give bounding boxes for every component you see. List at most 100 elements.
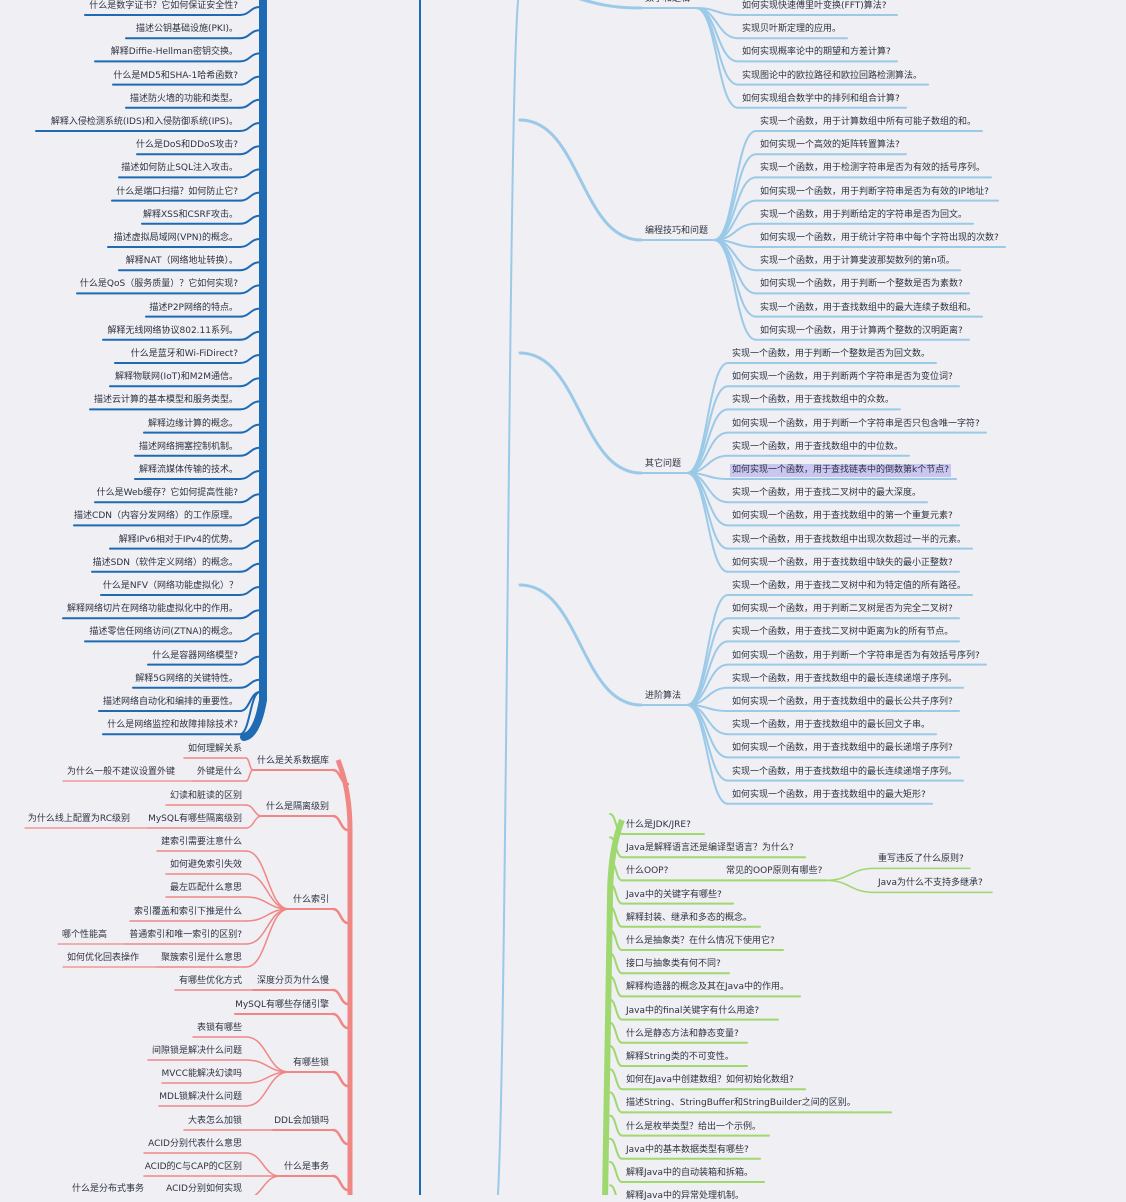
mysql-detail-node[interactable]: 为什么线上配置为RC级别 xyxy=(27,814,130,824)
algo-category-node[interactable]: 其它问题 xyxy=(645,459,682,469)
network-topic-item[interactable]: 解释无线网络协议802.11系列。 xyxy=(107,325,239,336)
mysql-subtopic-node[interactable]: 间隙锁是解决什么问题 xyxy=(151,1046,242,1056)
algo-question-item[interactable]: 如何实现一个函数，用于判断一个字符串是否只包含唯一字符? xyxy=(732,418,980,429)
mysql-group-node[interactable]: 什么是事务 xyxy=(283,1162,329,1172)
algo-question-item[interactable]: 实现一个函数，用于查找数组中的中位数。 xyxy=(732,441,904,452)
algo-question-item[interactable]: 实现一个函数，用于查找数组中出现次数超过一半的元素。 xyxy=(732,534,967,545)
network-topic-item[interactable]: 什么是容器网络模型? xyxy=(152,650,238,661)
mysql-subtopic-node[interactable]: MySQL有哪些隔离级别 xyxy=(148,814,242,824)
mysql-group-node[interactable]: 什么索引 xyxy=(292,895,329,905)
algo-question-item[interactable]: 如何实现一个函数，用于判断字符串是否为有效的IP地址? xyxy=(760,186,989,197)
algo-question-item[interactable]: 实现一个函数，用于查找二叉树中的最大深度。 xyxy=(732,488,922,499)
java-question-item[interactable]: 解释String类的不可变性。 xyxy=(626,1052,734,1062)
java-question-item[interactable]: 什么OOP? xyxy=(626,866,669,877)
mysql-detail-node[interactable]: 哪个性能高 xyxy=(61,930,107,940)
network-topic-item[interactable]: 什么是NFV（网络功能虚拟化）？ xyxy=(102,581,238,591)
network-topic-item[interactable]: 描述如何防止SQL注入攻击。 xyxy=(121,163,238,174)
algo-category-node[interactable]: 编程技巧和问题 xyxy=(645,226,709,236)
mysql-subtopic-node[interactable]: 大表怎么加锁 xyxy=(187,1116,242,1126)
algo-question-item[interactable]: 实现一个函数，用于查找数组中的最大连续子数组和。 xyxy=(760,302,977,313)
mysql-group-node[interactable]: 深度分页为什么慢 xyxy=(256,976,329,986)
java-detail-item[interactable]: 重写违反了什么原则? xyxy=(878,854,964,865)
mysql-subtopic-node[interactable]: ACID分别代表什么意思 xyxy=(148,1139,242,1149)
network-topic-item[interactable]: 描述虚拟局域网(VPN)的概念。 xyxy=(113,233,238,243)
java-question-item[interactable]: 解释Java中的自动装箱和拆箱。 xyxy=(626,1168,754,1178)
algo-question-item[interactable]: 如何实现组合数学中的排列和组合计算? xyxy=(742,93,900,104)
java-question-item[interactable]: Java是解释语言还是编译型语言？为什么? xyxy=(626,843,794,854)
algo-category-node[interactable]: 进阶算法 xyxy=(645,691,682,701)
algo-question-item[interactable]: 实现一个函数，用于判断一个整数是否为回文数。 xyxy=(732,349,931,359)
algo-question-item[interactable]: 实现一个函数，用于计算数组中所有可能子数组的和。 xyxy=(760,117,977,127)
java-detail-item[interactable]: Java为什么不支持多继承? xyxy=(878,878,983,889)
algo-question-item[interactable]: 实现一个函数，用于查找二叉树中距离为k的所有节点。 xyxy=(732,627,954,638)
network-topic-item[interactable]: 描述SDN（软件定义网络）的概念。 xyxy=(92,557,238,568)
mysql-detail-node[interactable]: 为什么一般不建议设置外键 xyxy=(66,767,175,777)
network-topic-item[interactable]: 描述公钥基础设施(PKI)。 xyxy=(135,24,238,35)
java-question-item[interactable]: 描述String、StringBuffer和StringBuilder之间的区别… xyxy=(626,1098,856,1109)
mysql-subtopic-node[interactable]: 普通索引和唯一索引的区别? xyxy=(129,930,242,940)
network-topic-item[interactable]: 解释IPv6相对于IPv4的优势。 xyxy=(118,534,238,545)
mysql-subtopic-node[interactable]: 如何避免索引失效 xyxy=(169,860,242,870)
java-question-item[interactable]: 什么是JDK/JRE? xyxy=(626,820,691,830)
algo-question-item[interactable]: 实现一个函数，用于查找数组中的最长回文子串。 xyxy=(732,720,931,731)
algo-question-item[interactable]: 如何实现一个函数，用于查找数组中的最长公共子序列? xyxy=(732,697,953,707)
network-topic-item[interactable]: 解释Diffie-Hellman密钥交换。 xyxy=(110,47,238,58)
java-question-item[interactable]: 如何在Java中创建数组？如何初始化数组? xyxy=(626,1075,794,1086)
algo-question-item[interactable]: 如何实现一个高效的矩阵转置算法? xyxy=(760,140,900,151)
algo-question-item[interactable]: 实现一个函数，用于查找二叉树中和为特定值的所有路径。 xyxy=(732,581,967,591)
java-question-item[interactable]: 什么是静态方法和静态变量? xyxy=(626,1028,739,1039)
algo-question-item[interactable]: 实现一个函数，用于判断给定的字符串是否为回文。 xyxy=(760,209,968,220)
network-topic-item[interactable]: 描述P2P网络的特点。 xyxy=(149,302,238,313)
algo-question-item[interactable]: 实现贝叶斯定理的应用。 xyxy=(742,24,842,35)
mysql-subtopic-node[interactable]: 聚簇索引是什么意思 xyxy=(160,953,242,963)
mysql-detail-node[interactable]: 什么是分布式事务 xyxy=(71,1184,144,1194)
java-question-item[interactable]: Java中的基本数据类型有哪些? xyxy=(626,1144,749,1155)
java-subquestion-item[interactable]: 常见的OOP原则有哪些? xyxy=(726,866,823,877)
network-topic-item[interactable]: 什么是QoS（服务质量）？它如何实现? xyxy=(79,279,238,290)
java-question-item[interactable]: 什么是枚举类型？给出一个示例。 xyxy=(626,1121,762,1132)
mysql-subtopic-node[interactable]: MVCC能解决幻读吗 xyxy=(161,1069,243,1079)
mysql-detail-node[interactable]: 如何优化回表操作 xyxy=(66,953,139,963)
algo-question-item[interactable]: 如何实现概率论中的期望和方差计算? xyxy=(742,47,891,58)
network-topic-item[interactable]: 描述云计算的基本模型和服务类型。 xyxy=(93,395,238,406)
network-topic-item[interactable]: 解释网络切片在网络功能虚拟化中的作用。 xyxy=(66,604,238,615)
algo-question-item[interactable]: 实现图论中的欧拉路径和欧拉回路检测算法。 xyxy=(742,70,923,81)
java-question-item[interactable]: 解释构造器的概念及其在Java中的作用。 xyxy=(626,982,790,993)
network-topic-item[interactable]: 什么是数字证书？它如何保证安全性? xyxy=(89,1,238,11)
network-topic-item[interactable]: 解释NAT（网络地址转换）。 xyxy=(125,256,238,267)
mysql-subtopic-node[interactable]: 如何理解关系 xyxy=(187,744,242,754)
mysql-subtopic-node[interactable]: 最左匹配什么意思 xyxy=(169,883,242,893)
algo-question-item[interactable]: 如何实现一个函数，用于判断两个字符串是否为变位词? xyxy=(732,372,953,383)
network-topic-item[interactable]: 解释物联网(IoT)和M2M通信。 xyxy=(115,372,238,383)
network-topic-item[interactable]: 描述零信任网络访问(ZTNA)的概念。 xyxy=(89,627,238,638)
mysql-group-node[interactable]: 什么是关系数据库 xyxy=(256,756,329,766)
java-question-item[interactable]: 什么是抽象类？在什么情况下使用它? xyxy=(626,936,775,946)
network-topic-item[interactable]: 解释5G网络的关键特性。 xyxy=(135,673,238,684)
network-topic-item[interactable]: 描述CDN（内容分发网络）的工作原理。 xyxy=(74,511,238,522)
network-topic-item[interactable]: 解释XSS和CSRF攻击。 xyxy=(142,209,238,220)
mysql-subtopic-node[interactable]: 外键是什么 xyxy=(196,767,242,777)
mysql-group-node[interactable]: DDL会加锁吗 xyxy=(274,1116,329,1126)
algo-category-node[interactable]: 数学和逻辑 xyxy=(645,0,690,5)
algo-question-item[interactable]: 实现一个函数，用于检测字符串是否为有效的括号序列。 xyxy=(760,163,986,174)
network-topic-item[interactable]: 解释流媒体传输的技术。 xyxy=(138,465,238,475)
network-topic-item[interactable]: 解释边缘计算的概念。 xyxy=(147,418,238,429)
algo-question-item[interactable]: 实现一个函数，用于计算斐波那契数列的第n项。 xyxy=(760,256,955,267)
network-topic-item[interactable]: 描述网络自动化和编排的重要性。 xyxy=(102,697,238,707)
algo-question-item[interactable]: 实现一个函数，用于查找数组中的众数。 xyxy=(732,395,895,406)
mysql-group-node[interactable]: 有哪些锁 xyxy=(292,1058,329,1068)
java-question-item[interactable]: Java中的关键字有哪些? xyxy=(626,889,722,900)
java-question-item[interactable]: 解释Java中的异常处理机制。 xyxy=(626,1191,745,1202)
algo-question-item[interactable]: 如何实现一个函数，用于判断二叉树是否为完全二叉树? xyxy=(732,604,953,615)
mysql-group-node[interactable]: MySQL有哪些存储引擎 xyxy=(235,1000,329,1010)
algo-question-item[interactable]: 如何实现一个函数，用于判断一个字符串是否为有效括号序列? xyxy=(732,650,980,661)
network-topic-item[interactable]: 什么是DoS和DDoS攻击? xyxy=(135,140,238,151)
algo-question-item[interactable]: 如何实现一个函数，用于查找数组中的最大矩形? xyxy=(732,789,926,800)
network-topic-item[interactable]: 什么是端口扫描？如何防止它? xyxy=(116,186,238,197)
algo-question-item[interactable]: 如何实现一个函数，用于统计字符串中每个字符出现的次数? xyxy=(760,233,999,243)
mysql-subtopic-node[interactable]: 表锁有哪些 xyxy=(196,1023,242,1033)
algo-question-item[interactable]: 实现一个函数，用于查找数组中的最长连续递增子序列。 xyxy=(732,766,958,777)
network-topic-item[interactable]: 解释入侵检测系统(IDS)和入侵防御系统(IPS)。 xyxy=(50,117,238,127)
algo-question-item[interactable]: 如何实现一个函数，用于查找数组中缺失的最小正整数? xyxy=(732,557,953,568)
mysql-subtopic-node[interactable]: 建索引需要注意什么 xyxy=(160,837,242,847)
